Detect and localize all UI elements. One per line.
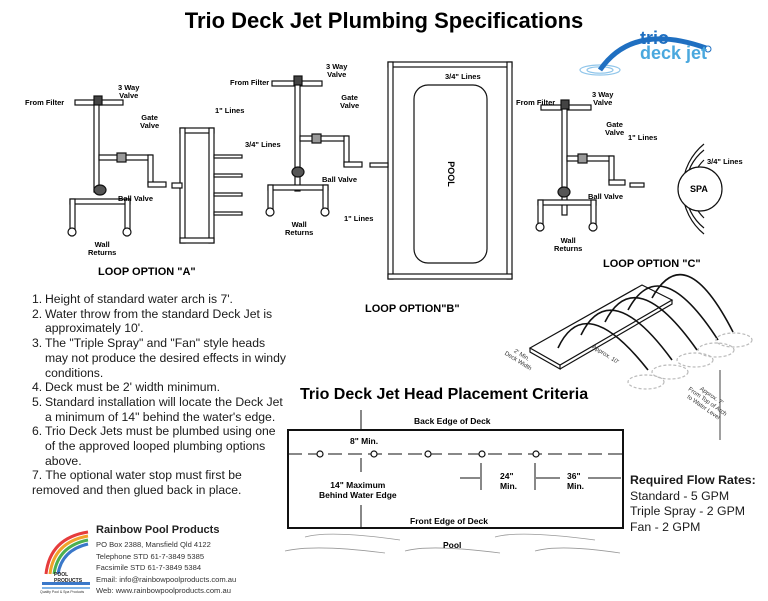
- trio-deck-jet-logo: trio deck jet: [578, 28, 728, 78]
- loop-b-1in-lines-label: 1" Lines: [344, 214, 374, 223]
- placement-criteria-title: Trio Deck Jet Head Placement Criteria: [300, 386, 589, 403]
- loop-a-ring: [171, 127, 243, 244]
- jet-head-marker: [424, 450, 432, 458]
- jet-head-marker: [316, 450, 324, 458]
- rainbow-pool-products-logo: POOL PRODUCTS Quality Pool & Spa Product…: [40, 526, 92, 596]
- loop-c-ball-valve-label: Ball Valve: [588, 192, 624, 201]
- flow-rate-item: Standard - 5 GPM: [630, 488, 730, 503]
- loop-b-manifold: [265, 75, 363, 217]
- back-edge-label: Back Edge of Deck: [414, 416, 491, 426]
- jet-head-marker: [478, 450, 486, 458]
- loop-b-ball-valve-label: Ball Valve: [322, 175, 358, 184]
- loop-b-title: LOOP OPTION"B": [365, 303, 460, 315]
- loop-a-3-4in-lines-label: 3/4" Lines: [245, 140, 281, 149]
- arch-diagram: [528, 273, 753, 440]
- company-name: Rainbow Pool Products: [96, 524, 220, 536]
- loop-b-3-4in-lines-label: 3/4" Lines: [445, 72, 481, 81]
- flow-rate-item: Triple Spray - 2 GPM: [630, 504, 746, 518]
- spacing-24-label: 24"Min.: [500, 471, 517, 491]
- loop-c-from-filter-label: From Filter: [516, 98, 556, 107]
- note-item: 1.Height of standard water arch is 7'.: [32, 292, 233, 306]
- rainbow-logo-icon: [42, 530, 90, 589]
- jet-head-marker: [532, 450, 540, 458]
- note-item: 2.Water throw from the standard Deck Jet…: [32, 306, 273, 336]
- logo-trio-text: trio: [640, 28, 669, 48]
- loop-a-title: LOOP OPTION "A": [98, 266, 196, 278]
- flow-rate-item: Fan - 2 GPM: [630, 519, 701, 534]
- note-item: 5.Standard installation will locate the …: [32, 394, 283, 424]
- page-title: Trio Deck Jet Plumbing Specifications: [184, 8, 584, 33]
- note-item: 3.The "Triple Spray" and "Fan" style hea…: [32, 336, 286, 380]
- loop-c-1in-lines-label: 1" Lines: [628, 133, 658, 142]
- jet-head-marker: [370, 450, 378, 458]
- company-fax: Facsimile STD 61-7-3849 5384: [96, 563, 202, 573]
- loop-a-manifold: [67, 95, 167, 237]
- company-address: PO Box 2388, Mansfield Qld 4122: [96, 540, 211, 549]
- flow-rates-heading: Required Flow Rates:: [630, 473, 756, 487]
- company-email[interactable]: Email: info@rainbowpoolproducts.com.au: [96, 574, 237, 584]
- note-item: 7. The optional water stop must first be…: [32, 468, 242, 498]
- loop-c-spa-ring: [629, 143, 723, 235]
- logo-deck-jet-text: deck jet: [640, 43, 708, 63]
- min-8-label: 8" Min.: [350, 436, 379, 446]
- company-web[interactable]: Web: www.rainbowpoolproducts.com.au: [96, 586, 231, 596]
- flow-rates: Required Flow Rates: Standard - 5 GPM Tr…: [630, 473, 756, 535]
- spacing-36-label: 36"Min.: [567, 471, 584, 491]
- loop-a-ball-valve-label: Ball Valve: [118, 194, 154, 203]
- note-item: 6.Trio Deck Jets must be plumbed using o…: [32, 424, 276, 468]
- loop-a-from-filter-label: From Filter: [25, 98, 65, 107]
- installation-notes: 1.Height of standard water arch is 7'. 2…: [32, 292, 287, 498]
- company-telephone: Telephone STD 61-7-3849 5385: [96, 551, 205, 561]
- note-item: 4.Deck must be 2' width minimum.: [32, 380, 221, 395]
- logo-arch-icon: [579, 36, 712, 76]
- front-edge-label: Front Edge of Deck: [410, 516, 488, 526]
- loop-b-pool-frame: [369, 61, 513, 280]
- loop-c-3-4in-lines-label: 3/4" Lines: [707, 157, 743, 166]
- loop-c-spa-label: SPA: [690, 184, 708, 194]
- loop-a-1in-lines-label: 1" Lines: [215, 106, 245, 115]
- company-info: Rainbow Pool Products PO Box 2388, Mansf…: [96, 524, 236, 597]
- loop-c-manifold: [535, 99, 626, 232]
- loop-c-title: LOOP OPTION "C": [603, 258, 701, 270]
- loop-b-from-filter-label: From Filter: [230, 78, 270, 87]
- loop-b-pool-label: POOL: [445, 161, 456, 187]
- placement-box: [284, 410, 624, 554]
- pool-label: Pool: [443, 540, 462, 550]
